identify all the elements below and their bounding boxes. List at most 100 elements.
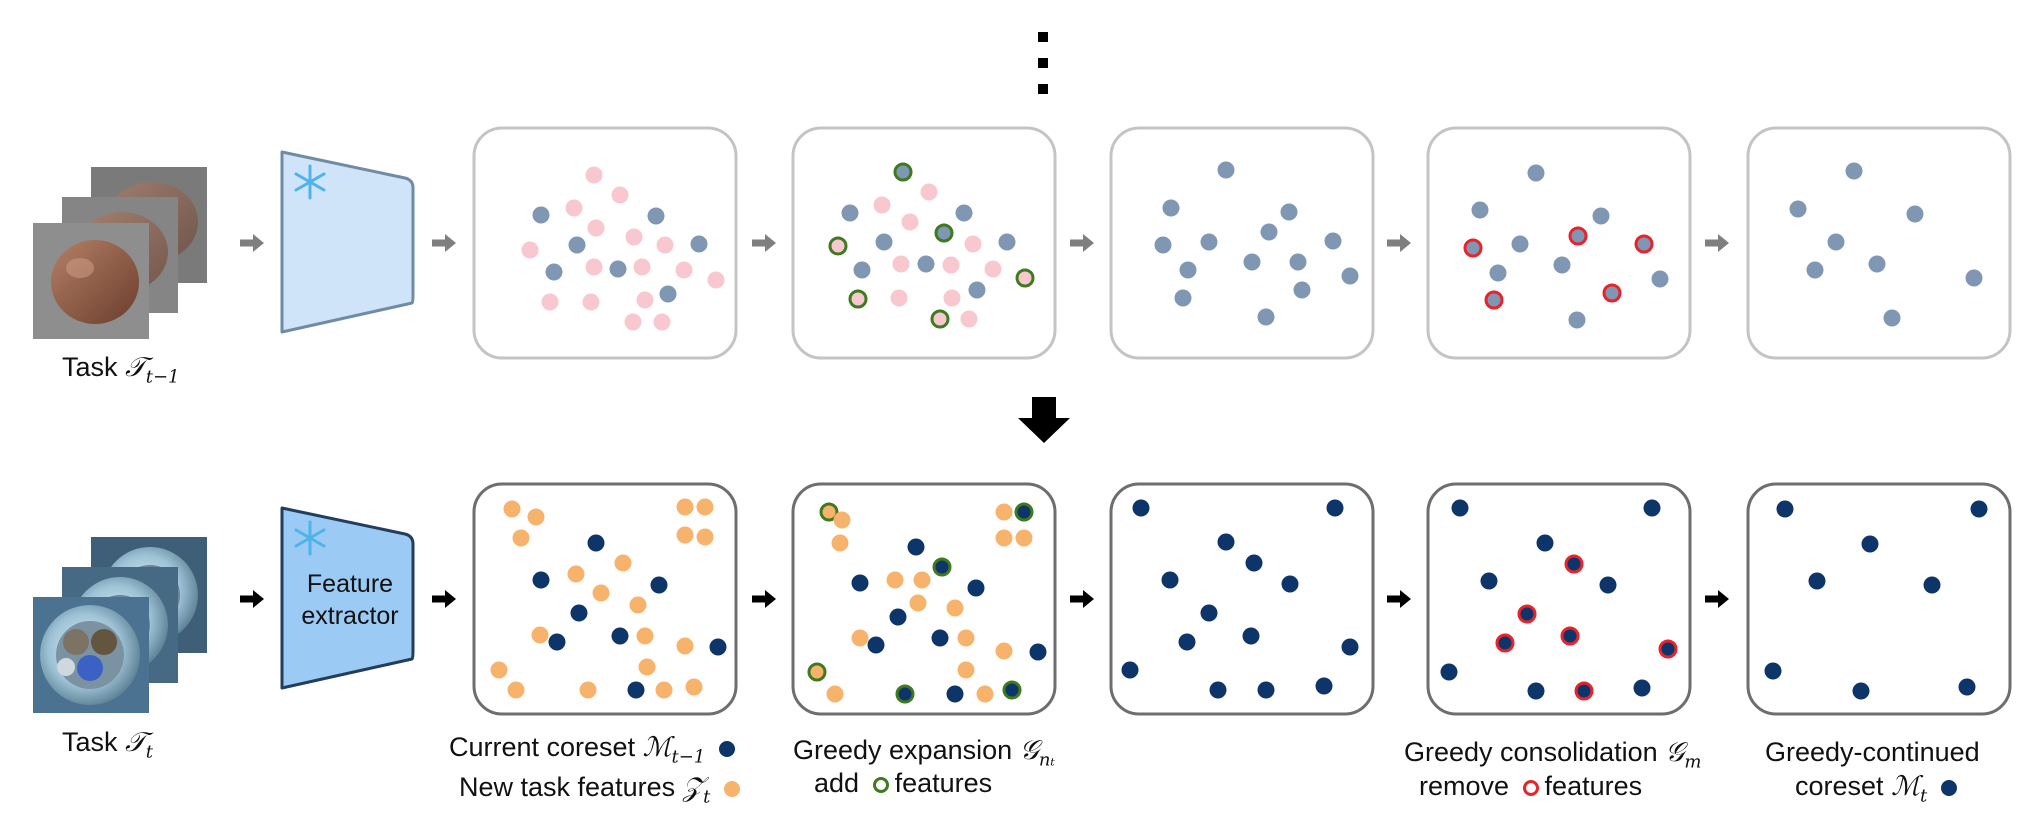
new-task-feature-point	[696, 498, 714, 516]
coreset-point	[851, 574, 869, 592]
coreset-point	[1440, 663, 1458, 681]
previous-feature-point	[1789, 200, 1807, 218]
new-task-feature-point	[685, 678, 703, 696]
previous-feature-point	[968, 281, 986, 299]
previous-feature-point	[1200, 233, 1218, 251]
features-word: features	[1544, 771, 1643, 801]
removed-feature-point	[1658, 639, 1678, 659]
coreset-point	[1121, 661, 1139, 679]
greedy-consolidation-subscript: m	[1684, 751, 1702, 773]
previous-feature-point	[1651, 270, 1669, 288]
task-subscript: t	[145, 741, 153, 763]
coreset-point	[1326, 499, 1344, 517]
added-feature-point	[828, 236, 848, 256]
coreset-point	[907, 538, 925, 556]
task-symbol: 𝒯	[125, 727, 146, 758]
top-panel-5	[1746, 126, 2012, 360]
right-arrow-icon	[752, 234, 776, 252]
caption-text: New task features	[459, 772, 676, 802]
new-task-feature-point	[512, 529, 530, 547]
coreset-point	[1480, 572, 1498, 590]
right-arrow-icon	[1387, 234, 1411, 252]
previous-feature-point	[1592, 207, 1610, 225]
coreset-point	[1633, 679, 1651, 697]
coreset-point	[1643, 499, 1661, 517]
new-task-feature-point	[676, 637, 694, 655]
new-task-feature-point	[592, 584, 610, 602]
coreset-point	[1161, 571, 1179, 589]
previous-feature-point	[609, 260, 627, 278]
added-feature-point	[895, 684, 915, 704]
previous-task-feature-point	[656, 236, 674, 254]
previous-feature-point	[998, 233, 1016, 251]
previous-feature-point	[1553, 256, 1571, 274]
added-feature-point	[1015, 268, 1035, 288]
previous-task-feature-point	[521, 241, 539, 259]
greedy-continued-caption: Greedy-continued	[1765, 736, 1980, 768]
previous-feature-point	[875, 233, 893, 251]
previous-task-feature-point	[653, 313, 671, 331]
added-feature-point	[932, 557, 952, 577]
removed-feature-point	[1463, 238, 1483, 258]
new-task-feature-point	[913, 571, 931, 589]
previous-feature-point	[1257, 308, 1275, 326]
coreset-point	[1808, 572, 1826, 590]
coreset-point	[967, 579, 985, 597]
new-task-subscript: t	[703, 786, 711, 808]
previous-feature-point	[1845, 162, 1863, 180]
previous-task-feature-point	[960, 310, 978, 328]
new-task-feature-point	[851, 629, 869, 647]
coreset-point	[1958, 678, 1976, 696]
current-coreset-caption: Current coreset ℳt−1	[449, 731, 735, 773]
previous-task-feature-point	[587, 219, 605, 237]
frozen-feature-extractor	[280, 150, 415, 334]
previous-task-feature-point	[611, 186, 629, 204]
coreset-point	[1599, 576, 1617, 594]
previous-feature-point	[1511, 235, 1529, 253]
removed-feature-point	[1574, 681, 1594, 701]
new-task-feature-point	[527, 508, 545, 526]
new-task-feature-point	[531, 626, 549, 644]
coreset-symbol: ℳ	[1891, 771, 1920, 802]
caption-text: Greedy expansion	[793, 735, 1013, 765]
previous-feature-point	[1289, 253, 1307, 271]
right-arrow-icon	[752, 590, 776, 608]
previous-feature-point	[659, 285, 677, 303]
hazelnut-image-front	[33, 223, 149, 339]
previous-task-feature-point	[964, 235, 982, 253]
previous-feature-point	[1324, 232, 1342, 250]
previous-task-feature-point	[873, 196, 891, 214]
removed-feature-point	[1484, 290, 1504, 310]
coreset-point	[587, 534, 605, 552]
coreset-point	[1341, 638, 1359, 656]
greedy-expansion-caption: Greedy expansion 𝒢nₜ	[793, 734, 1055, 776]
greedy-expansion-subscript: nₜ	[1038, 749, 1055, 771]
coreset-point	[709, 638, 727, 656]
previous-task-feature-point	[943, 289, 961, 307]
added-feature-point	[807, 662, 827, 682]
coreset-point	[1209, 681, 1227, 699]
feature-extractor-label-line2: extractor	[301, 602, 399, 630]
previous-task-feature-point	[942, 256, 960, 274]
coreset-point	[532, 571, 550, 589]
new-task-feature-point	[567, 565, 585, 583]
previous-feature-point	[690, 235, 708, 253]
new-task-feature-point	[833, 511, 851, 529]
coreset-point	[611, 627, 629, 645]
remove-word: remove	[1419, 771, 1510, 801]
caption-text: Current coreset	[449, 732, 636, 762]
new-task-feature-point	[490, 661, 508, 679]
right-arrow-icon	[1070, 590, 1094, 608]
task-word: Task	[62, 352, 118, 382]
coreset-point	[1257, 681, 1275, 699]
new-task-feature-point	[676, 498, 694, 516]
previous-feature-point	[1489, 264, 1507, 282]
right-arrow-icon	[240, 590, 264, 608]
previous-feature-point	[1243, 253, 1261, 271]
previous-feature-point	[1827, 233, 1845, 251]
previous-feature-point	[1965, 269, 1983, 287]
red-ring-legend	[1522, 779, 1539, 796]
new-task-feature-point	[676, 526, 694, 544]
greedy-consolidation-symbol: 𝒢	[1665, 737, 1685, 768]
previous-task-feature-point	[920, 183, 938, 201]
